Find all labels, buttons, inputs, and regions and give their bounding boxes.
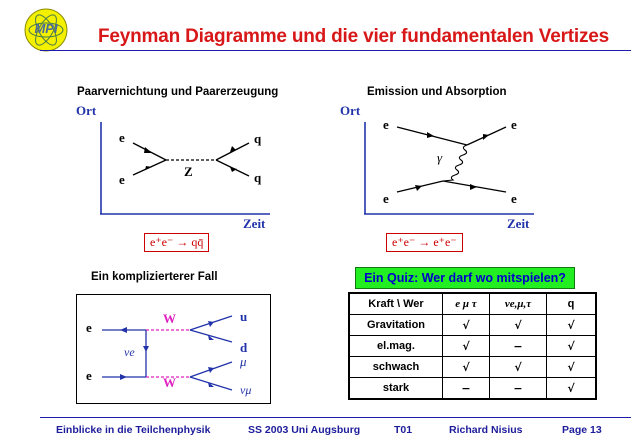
atom-icon bbox=[24, 8, 68, 52]
panel2-in-top: e bbox=[383, 117, 389, 132]
panel3-out-numu: νμ bbox=[240, 383, 252, 397]
footer-code: T01 bbox=[394, 424, 413, 436]
mpi-logo: MPI bbox=[24, 8, 68, 52]
panel1-in-bottom: e bbox=[119, 172, 125, 187]
panel3-w-propagators bbox=[146, 329, 190, 378]
panel3-heading: Ein komplizierterer Fall bbox=[91, 271, 218, 283]
header-rule bbox=[40, 50, 631, 51]
footer-course: Einblicke in die Teilchenphysik bbox=[56, 424, 211, 436]
panel3-in-top: e bbox=[86, 320, 92, 335]
panel3-in-bottom: e bbox=[86, 368, 92, 383]
quiz-mark: √ bbox=[546, 314, 597, 336]
panel3-w-bottom: W bbox=[163, 375, 176, 390]
quiz-header-leptons: e μ τ bbox=[442, 292, 490, 315]
panel3-arrows bbox=[120, 321, 214, 387]
quiz-mark: √ bbox=[546, 356, 597, 378]
panel2-heading: Emission und Absorption bbox=[367, 86, 507, 98]
quiz-header-row: Kraft \ Wer e μ τ νe,μ,τ q bbox=[348, 292, 597, 315]
footer-page: Page 13 bbox=[562, 424, 602, 436]
panel2-in-bottom: e bbox=[383, 191, 389, 206]
quiz-mark: − bbox=[489, 377, 547, 400]
quiz-banner: Ein Quiz: Wer darf wo mitspielen? bbox=[355, 267, 575, 289]
quiz-mark: √ bbox=[489, 356, 547, 378]
quiz-header-quarks: q bbox=[546, 292, 597, 315]
panel1-in-top: e bbox=[119, 130, 125, 145]
panel1-heading: Paarvernichtung und Paarerzeugung bbox=[77, 86, 279, 98]
panel1-reaction: e⁺e⁻ → qq̄ bbox=[144, 233, 210, 252]
panel2-out-bottom: e bbox=[511, 191, 517, 206]
panel2-x-axis-label: Zeit bbox=[507, 216, 530, 231]
panel1-y-axis-label: Ort bbox=[76, 103, 97, 118]
quiz-mark: − bbox=[442, 377, 490, 400]
panel2-arrows bbox=[415, 132, 489, 191]
quiz-header-force: Kraft \ Wer bbox=[348, 292, 443, 315]
panel3-frame bbox=[76, 294, 271, 404]
quiz-mark: √ bbox=[489, 314, 547, 336]
panel2-photon-propagator bbox=[442, 144, 468, 182]
quiz-force: stark bbox=[348, 377, 443, 400]
panel2-boson-label: γ bbox=[437, 150, 443, 165]
panel3-neutrino: νe bbox=[124, 345, 135, 359]
panel1-boson-label: Z bbox=[184, 164, 193, 179]
panel3-out-mu: μ bbox=[240, 354, 247, 369]
quiz-row-stark: stark − − √ bbox=[348, 377, 597, 400]
quiz-force: Gravitation bbox=[348, 314, 443, 336]
quiz-mark: − bbox=[489, 335, 547, 357]
panel1-x-axis-label: Zeit bbox=[243, 216, 266, 231]
panel3-w-top: W bbox=[163, 311, 176, 326]
quiz-mark: √ bbox=[442, 314, 490, 336]
quiz-mark: √ bbox=[442, 356, 490, 378]
quiz-force: schwach bbox=[348, 356, 443, 378]
panel1-out-bottom: q bbox=[254, 170, 262, 185]
footer-author: Richard Nisius bbox=[449, 424, 523, 436]
quiz-row-elmag: el.mag. √ − √ bbox=[348, 335, 597, 357]
quiz-row-gravitation: Gravitation √ √ √ bbox=[348, 314, 597, 336]
panel2-axes bbox=[364, 122, 534, 215]
panel2-out-top: e bbox=[511, 117, 517, 132]
quiz-mark: √ bbox=[546, 377, 597, 400]
panel2-y-axis-label: Ort bbox=[340, 103, 361, 118]
panel3-out-u: u bbox=[240, 309, 248, 324]
panel3-out-d: d bbox=[240, 340, 248, 355]
page-title: Feynman Diagramme und die vier fundament… bbox=[98, 26, 610, 47]
panel2-reaction: e⁺e⁻ → e⁺e⁻ bbox=[386, 233, 463, 252]
quiz-table: Kraft \ Wer e μ τ νe,μ,τ q Gravitation √… bbox=[348, 292, 597, 400]
quiz-row-schwach: schwach √ √ √ bbox=[348, 356, 597, 378]
quiz-mark: √ bbox=[546, 335, 597, 357]
panel1-out-top: q bbox=[254, 131, 262, 146]
quiz-header-neutrinos: νe,μ,τ bbox=[489, 292, 547, 315]
quiz-force: el.mag. bbox=[348, 335, 443, 357]
logo-text: MPI bbox=[34, 21, 58, 36]
footer-rule bbox=[40, 417, 631, 418]
quiz-mark: √ bbox=[442, 335, 490, 357]
footer-semester: SS 2003 Uni Augsburg bbox=[248, 424, 361, 436]
panel1-axes bbox=[100, 122, 270, 215]
panel1-arrows bbox=[144, 146, 237, 172]
